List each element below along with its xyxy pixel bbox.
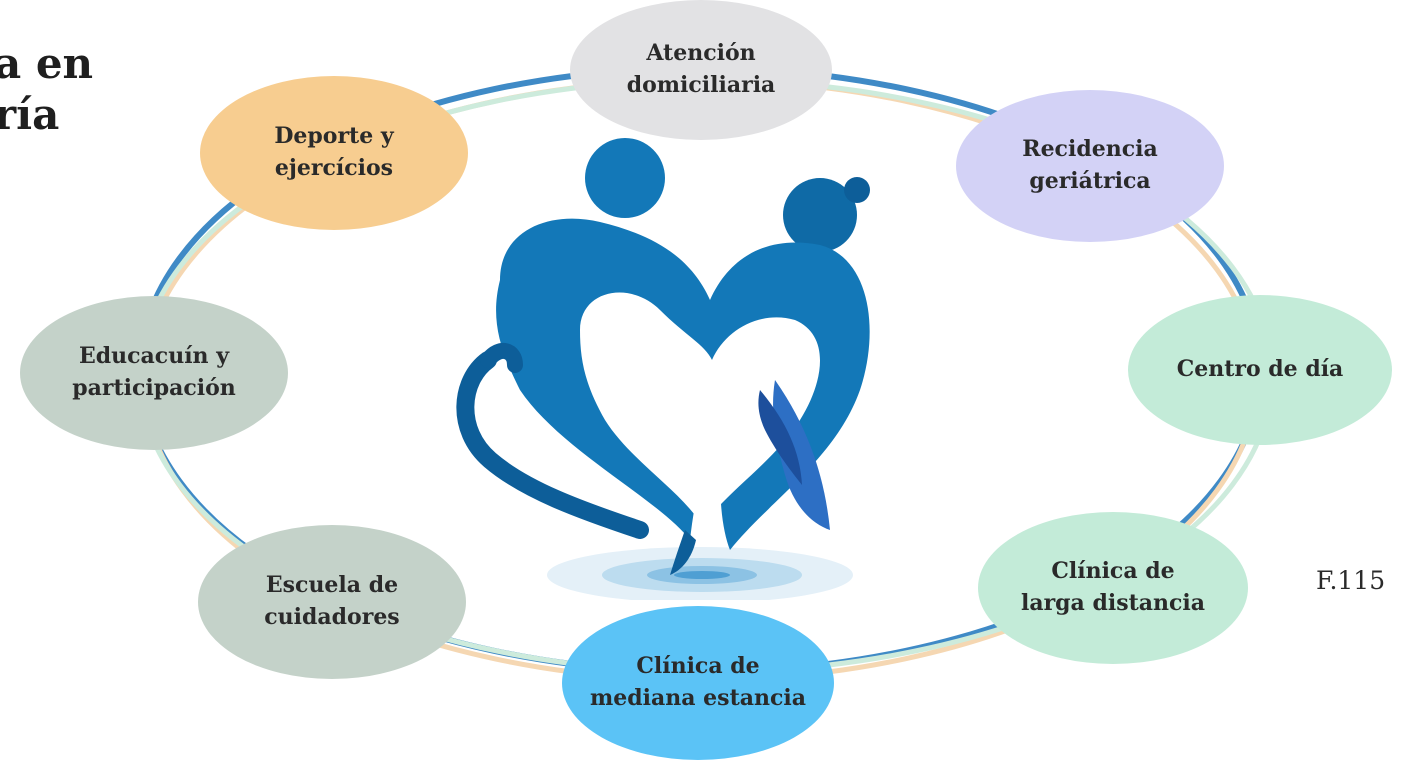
node-educacuin-label: Educacuín y participación (72, 343, 236, 401)
partial-title: a en ría (0, 38, 93, 140)
node-atencion-label: Atención domiciliaria (626, 40, 776, 98)
node-centro-label: Centro de día (1176, 356, 1344, 383)
woman-dress-shadow (758, 390, 802, 485)
node-clinica-mediana-estancia: Clínica de mediana estancia (562, 606, 834, 760)
node-atencion-domiciliaria: Atención domiciliaria (570, 0, 832, 140)
node-clinica-mediana-label: Clínica de mediana estancia (590, 653, 806, 711)
node-clinica-larga-label: Clínica de larga distancia (1020, 558, 1206, 616)
woman-hair-bun (844, 177, 870, 203)
elderly-couple-heart-icon (456, 138, 870, 600)
node-escuela-label: Escuela de cuidadores (264, 572, 400, 630)
node-deporte-label: Deporte y ejercícios (274, 123, 394, 181)
node-recidencia-geriatrica: Recidencia geriátrica (956, 90, 1224, 242)
figure-label: F.115 (1316, 566, 1386, 595)
node-centro-de-dia: Centro de día (1128, 295, 1392, 445)
cane-handle (480, 343, 523, 373)
node-deporte-ejercicios: Deporte y ejercícios (200, 76, 468, 230)
puddle-core (674, 571, 730, 579)
woman-head (783, 178, 857, 252)
node-educacuin-participacion: Educacuín y participación (20, 296, 288, 450)
title-line-1: a en (0, 39, 94, 88)
node-clinica-larga-distancia: Clínica de larga distancia (978, 512, 1248, 664)
heart-inner-white (580, 292, 820, 525)
man-head (585, 138, 665, 218)
man-foot (670, 530, 696, 575)
node-escuela-de-cuidadores: Escuela de cuidadores (198, 525, 466, 679)
title-line-2: ría (0, 90, 60, 140)
node-recidencia-label: Recidencia geriátrica (1022, 136, 1158, 194)
cane (456, 351, 649, 539)
woman-leg (773, 380, 830, 530)
